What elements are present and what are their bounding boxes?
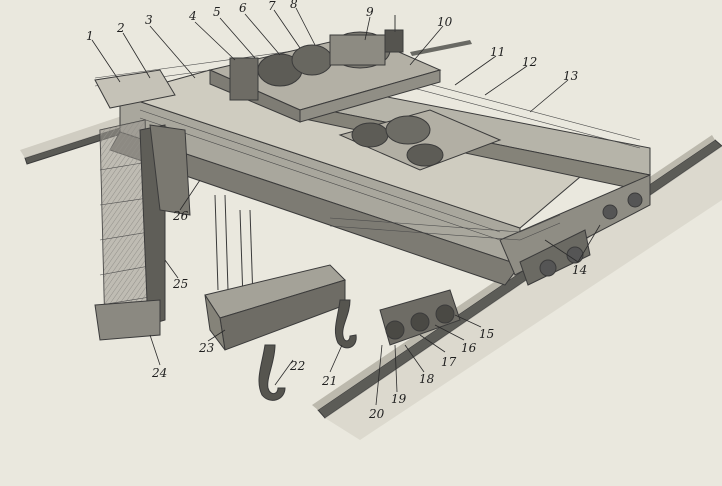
back-rail bbox=[410, 40, 472, 56]
label-17: 17 bbox=[441, 355, 457, 369]
aux-trolley bbox=[338, 109, 502, 171]
label-11: 11 bbox=[490, 45, 505, 59]
cabin bbox=[94, 69, 176, 109]
main-trolley bbox=[208, 15, 442, 123]
label-6: 6 bbox=[239, 1, 247, 15]
label-10: 10 bbox=[437, 15, 453, 29]
hook-right bbox=[334, 299, 357, 349]
label-5: 5 bbox=[213, 5, 221, 19]
label-15: 15 bbox=[479, 327, 494, 341]
label-20: 20 bbox=[368, 407, 385, 421]
label-19: 19 bbox=[391, 392, 407, 406]
label-8: 8 bbox=[290, 0, 298, 11]
label-9: 9 bbox=[366, 5, 374, 19]
label-3: 3 bbox=[145, 13, 153, 27]
label-22: 22 bbox=[289, 359, 305, 373]
hook-beam bbox=[204, 264, 346, 351]
right-bogies bbox=[379, 289, 461, 346]
label-12: 12 bbox=[522, 55, 537, 69]
leader-lines bbox=[91, 7, 601, 406]
label-14: 14 bbox=[572, 263, 587, 277]
label-24: 24 bbox=[151, 366, 167, 380]
label-2: 2 bbox=[116, 21, 125, 35]
label-25: 25 bbox=[172, 277, 188, 291]
front-girder bbox=[109, 69, 602, 286]
label-7: 7 bbox=[268, 0, 276, 13]
label-23: 23 bbox=[198, 341, 215, 355]
hook-left bbox=[258, 344, 286, 401]
part-labels: 1 2 3 4 5 6 7 8 9 10 11 12 13 14 15 16 1… bbox=[86, 0, 587, 421]
right-end-carriage bbox=[499, 174, 651, 286]
central-leg bbox=[149, 124, 191, 216]
label-1: 1 bbox=[86, 29, 94, 43]
label-18: 18 bbox=[419, 372, 435, 386]
label-13: 13 bbox=[563, 69, 579, 83]
label-21: 21 bbox=[321, 374, 337, 388]
label-4: 4 bbox=[188, 9, 197, 23]
label-16: 16 bbox=[461, 341, 477, 355]
label-26: 26 bbox=[172, 209, 189, 223]
